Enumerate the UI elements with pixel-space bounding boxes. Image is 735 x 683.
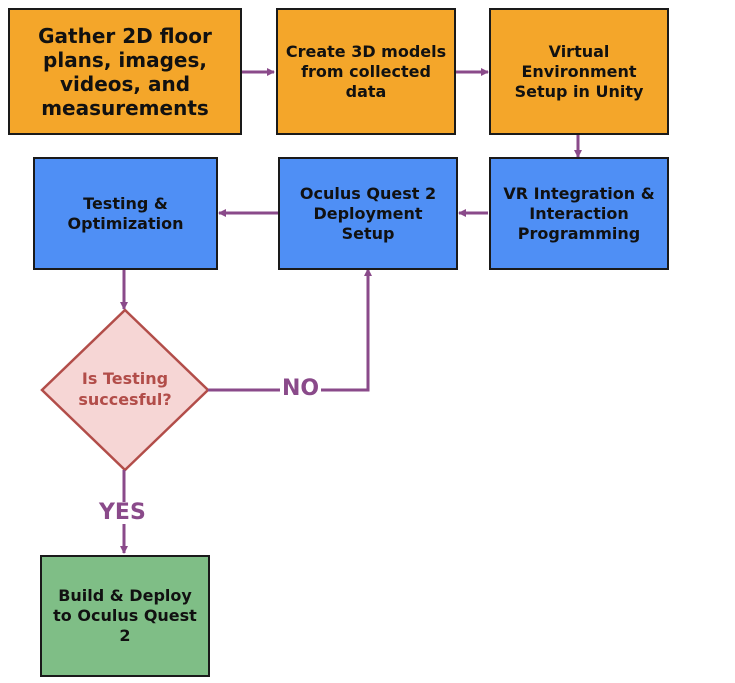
step-unity-setup: Virtual Environment Setup in Unity — [489, 8, 669, 135]
step-build-deploy: Build & Deploy to Oculus Quest 2 — [40, 555, 210, 677]
step-create-3d-models: Create 3D models from collected data — [276, 8, 456, 135]
step-vr-integration: VR Integration & Interaction Programming — [489, 157, 669, 270]
yes-label: YES — [97, 500, 148, 525]
step-gather-data: Gather 2D floor plans, images, videos, a… — [8, 8, 242, 135]
step-testing-optimization: Testing & Optimization — [33, 157, 218, 270]
arrow-no-to-deployment — [208, 268, 372, 392]
no-label: NO — [280, 376, 322, 401]
decision-question: Is Testing succesful? — [78, 369, 172, 409]
step-deployment-setup: Oculus Quest 2 Deployment Setup — [278, 157, 458, 270]
